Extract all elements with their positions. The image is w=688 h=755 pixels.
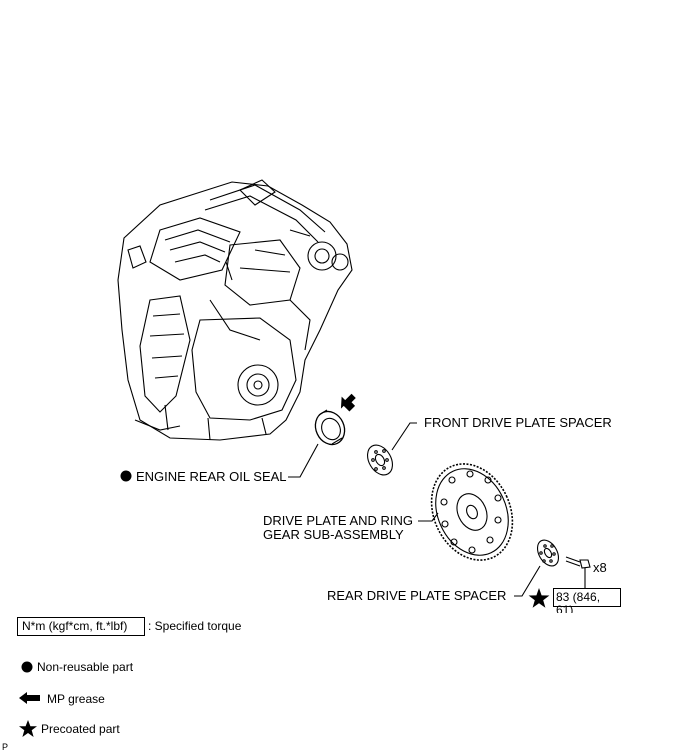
footer-marker: P [2,742,9,752]
oil-seal-part [314,409,346,446]
star-icon [19,720,37,737]
bolt-part [565,556,591,569]
mp-grease-arrow-icon [340,393,356,412]
drive-plate-label-line1: DRIVE PLATE AND RING [263,513,414,528]
legend-non-reusable: Non-reusable part [37,660,134,674]
precoated-star-icon [528,588,550,608]
oil-seal-leader [288,443,319,478]
oil-seal-label: ENGINE REAR OIL SEAL [136,469,287,484]
engine-illustration [117,179,353,441]
legend-torque-box-text: N*m (kgf*cm, ft.*lbf) [22,619,128,633]
non-reusable-dot-icon [120,470,132,482]
legend-torque-box [17,617,145,636]
legend-mp-grease: MP grease [47,692,105,706]
torque-spec-box [553,588,621,607]
torque-value-line2: 61) [556,604,574,613]
front-spacer-leader [391,422,417,451]
legend-precoated: Precoated part [41,722,120,736]
rear-spacer-part [536,539,560,567]
drive-plate-label-line2: GEAR SUB-ASSEMBLY [263,527,404,542]
legend-torque-desc: : Specified torque [148,619,242,633]
torque-value-line1: 83 (846, [556,590,601,604]
bolt-quantity: x8 [593,560,607,575]
drive-plate-part [430,463,514,561]
left-arrow-icon [19,692,40,704]
drive-plate-leader [418,512,439,522]
rear-spacer-label: REAR DRIVE PLATE SPACER [327,588,507,603]
front-spacer-part [367,444,393,476]
front-spacer-label: FRONT DRIVE PLATE SPACER [424,415,612,430]
filled-circle-icon [21,661,33,673]
rear-spacer-leader [514,565,541,597]
